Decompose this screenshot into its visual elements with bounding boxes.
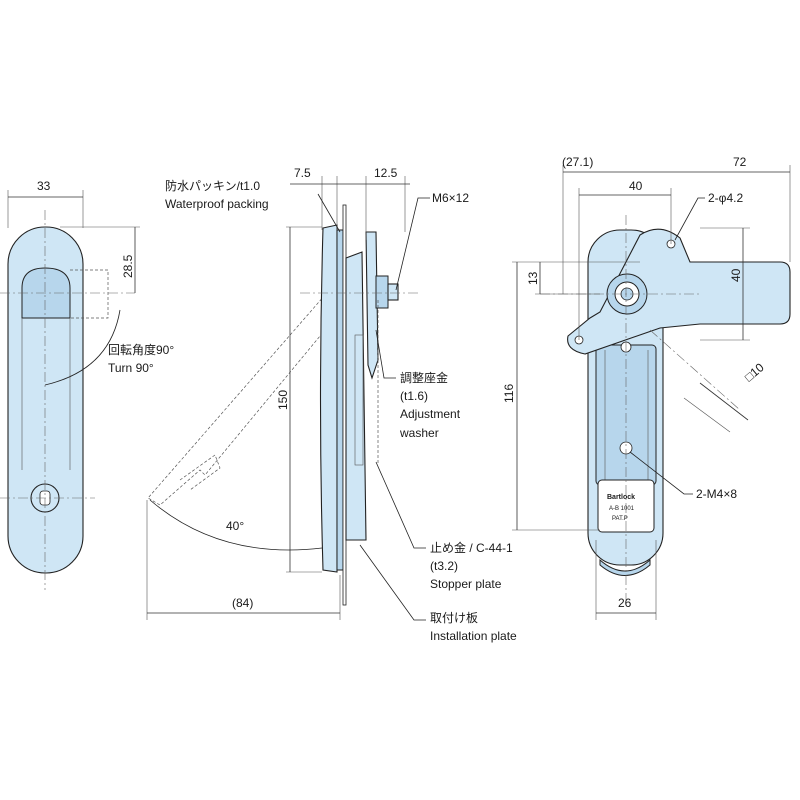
stopper-en: Stopper plate — [430, 577, 502, 591]
dim-7-5: 7.5 — [294, 166, 311, 180]
side-bolt-thread — [387, 283, 399, 301]
dim-line-sq10 — [699, 382, 749, 421]
side-housing — [345, 251, 367, 541]
front-rotated-ghost — [70, 269, 109, 319]
nameplate-line2: A-B 1001 — [609, 506, 635, 512]
angle-arc — [149, 499, 323, 551]
dim-40-top: 40 — [629, 179, 643, 193]
install-en: Installation plate — [430, 629, 517, 643]
side-housing-slot — [354, 334, 364, 466]
dim-116: 116 — [502, 384, 516, 403]
install-leader — [359, 544, 426, 621]
side-open-ghost-tip — [179, 454, 221, 491]
packing-leader — [317, 193, 341, 233]
washer-jp: 調整座金 — [400, 370, 448, 385]
dim-28-5: 28.5 — [121, 254, 135, 278]
screws-leader — [629, 451, 693, 495]
dim-12-5: 12.5 — [374, 166, 398, 180]
bolt-label: M6×12 — [432, 191, 469, 205]
rotation-arc — [44, 309, 121, 386]
screws-label: 2-M4×8 — [696, 487, 737, 501]
dim-sq10: □10 — [742, 360, 767, 384]
dim-13: 13 — [526, 271, 540, 285]
dim-150: 150 — [276, 390, 290, 410]
rear-stopper-plate — [567, 228, 791, 355]
dim-27-1: (27.1) — [562, 155, 593, 169]
side-handle — [319, 224, 338, 573]
side-open-ghost — [147, 294, 326, 506]
dim-84: (84) — [232, 596, 253, 610]
rotation-en: Turn 90° — [108, 361, 154, 375]
rear-bottom-cap — [599, 558, 651, 576]
packing-en: Waterproof packing — [165, 197, 269, 211]
packing-jp: 防水パッキン/t1.0 — [165, 178, 260, 193]
side-packing — [336, 229, 344, 571]
dim-33: 33 — [37, 179, 51, 193]
side-view: 7.5 12.5 150 (84) 40° 防水パッキン/t1.0 Waterp… — [146, 166, 517, 643]
holes-label: 2-φ4.2 — [708, 191, 743, 205]
front-view: 33 28.5 回転角度90° Turn 90° — [0, 179, 174, 590]
side-bolt-head — [375, 275, 389, 309]
dim-40-side: 40 — [729, 268, 743, 282]
nameplate-line3: PAT.P — [612, 516, 628, 522]
bolt-leader — [395, 197, 430, 291]
nameplate-line1: Bartlock — [607, 494, 635, 501]
front-inner-lines — [21, 318, 71, 470]
washer-leader — [375, 329, 396, 379]
side-stopper-plate — [365, 231, 379, 380]
stopper-t: (t3.2) — [430, 559, 458, 573]
rear-diagonal-center — [649, 329, 741, 411]
dim-26: 26 — [618, 596, 632, 610]
dim-72: 72 — [733, 155, 747, 169]
washer-en2: washer — [399, 426, 439, 440]
stopper-jp: 止め金 / C-44-1 — [430, 540, 513, 555]
washer-t: (t1.6) — [400, 389, 428, 403]
washer-en1: Adjustment — [400, 407, 461, 421]
dim-40-deg: 40° — [226, 519, 244, 533]
holes-leader — [674, 197, 705, 241]
stopper-leader — [375, 461, 426, 549]
rotation-jp: 回転角度90° — [108, 342, 174, 357]
install-jp: 取付け板 — [430, 611, 478, 625]
rear-view: Bartlock A-B 1001 PAT.P (27.1) 72 40 2-φ… — [502, 155, 791, 620]
